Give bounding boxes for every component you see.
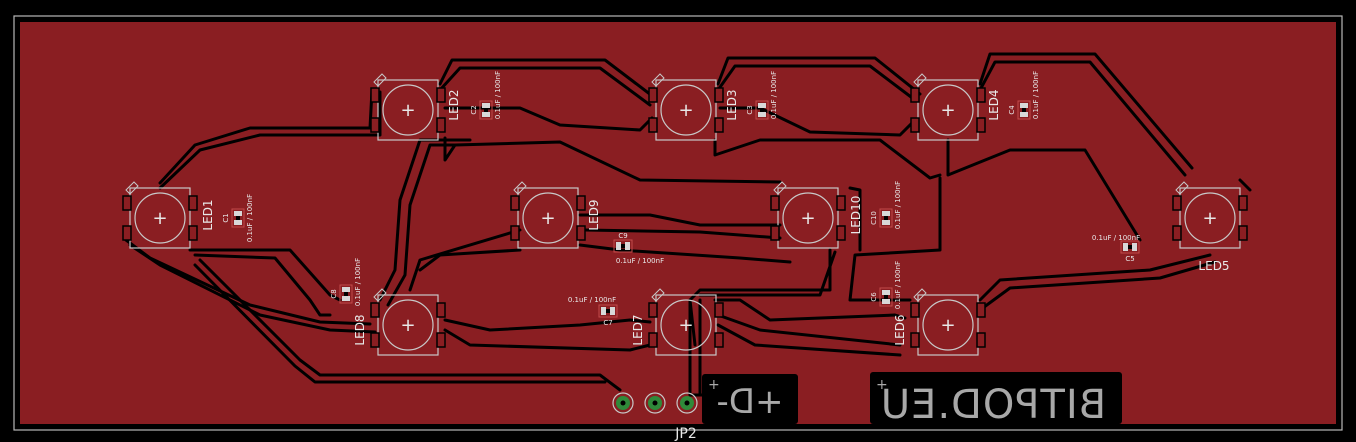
led-polarity-mark: +: [152, 208, 167, 229]
led-polarity-mark: +: [400, 100, 415, 121]
led-polarity-mark: +: [940, 315, 955, 336]
c3-value: 0.1uF / 100nF: [770, 71, 778, 119]
c1-value: 0.1uF / 100nF: [246, 194, 254, 242]
c5-name: C5: [1125, 255, 1134, 263]
pin-label-text: +D-: [717, 382, 784, 422]
c4-value: 0.1uF / 100nF: [1032, 71, 1040, 119]
c2-value: 0.1uF / 100nF: [494, 71, 502, 119]
led8-label: LED8: [353, 314, 367, 345]
brand-text: BITPOD.EU: [880, 382, 1106, 428]
jp2-hole-3: [684, 400, 690, 406]
led-polarity-mark: +: [1202, 208, 1217, 229]
led2-label: LED2: [447, 89, 461, 120]
c10-name: C10: [870, 211, 878, 225]
c4-name: C4: [1008, 105, 1016, 115]
led8[interactable]: +: [370, 288, 446, 356]
c8-name: C8: [330, 289, 338, 298]
jp2-hole-2: [652, 400, 658, 406]
led7-label: LED7: [631, 314, 645, 345]
c5-value: 0.1uF / 100nF: [1092, 234, 1140, 242]
plus-marker-pins: +: [708, 377, 720, 393]
led9[interactable]: +: [510, 181, 586, 249]
led7[interactable]: +: [648, 288, 724, 356]
jp2-pin-2[interactable]: [644, 392, 666, 414]
led10[interactable]: +: [770, 181, 846, 249]
led-polarity-mark: +: [940, 100, 955, 121]
c6-name: C6: [870, 292, 878, 302]
c7-name: C7: [603, 319, 612, 327]
board-outline: [13, 15, 1343, 431]
jp2-hole-1: [620, 400, 626, 406]
c10-value: 0.1uF / 100nF: [894, 181, 902, 229]
led4[interactable]: +: [910, 73, 986, 141]
c7-value: 0.1uF / 100nF: [568, 296, 616, 304]
pin-label-plate: [702, 374, 798, 424]
led1[interactable]: +: [122, 181, 198, 249]
c2-name: C2: [470, 105, 478, 114]
led9-label: LED9: [587, 199, 601, 230]
traces: [124, 52, 1252, 397]
led6[interactable]: +: [910, 288, 986, 356]
led5[interactable]: +: [1172, 181, 1248, 249]
led3-label: LED3: [725, 89, 739, 120]
led5-label: LED5: [1198, 259, 1229, 273]
c3-name: C3: [746, 105, 754, 114]
c9-name: C9: [618, 232, 627, 240]
c1-name: C1: [222, 213, 230, 222]
led-polarity-mark: +: [678, 100, 693, 121]
led2[interactable]: +: [370, 73, 446, 141]
c8-value: 0.1uF / 100nF: [354, 258, 362, 306]
led-polarity-mark: +: [540, 208, 555, 229]
led-polarity-mark: +: [678, 315, 693, 336]
led1-label: LED1: [201, 199, 215, 230]
c6-value: 0.1uF / 100nF: [894, 261, 902, 309]
led10-label: LED10: [849, 196, 863, 235]
jp2-label: JP2: [674, 426, 696, 442]
c9-value: 0.1uF / 100nF: [616, 257, 664, 265]
plus-marker-brand: +: [876, 377, 888, 393]
brand-plate: [870, 372, 1122, 424]
connector-jp2[interactable]: JP2: [612, 392, 698, 442]
led-polarity-mark: +: [800, 208, 815, 229]
led4-label: LED4: [987, 89, 1001, 120]
led3[interactable]: +: [648, 73, 724, 141]
jp2-pin-3[interactable]: [676, 392, 698, 414]
jp2-pin-1[interactable]: [612, 392, 634, 414]
copper-pour: [20, 22, 1336, 424]
led6-label: LED6: [893, 314, 907, 345]
led-polarity-mark: +: [400, 315, 415, 336]
